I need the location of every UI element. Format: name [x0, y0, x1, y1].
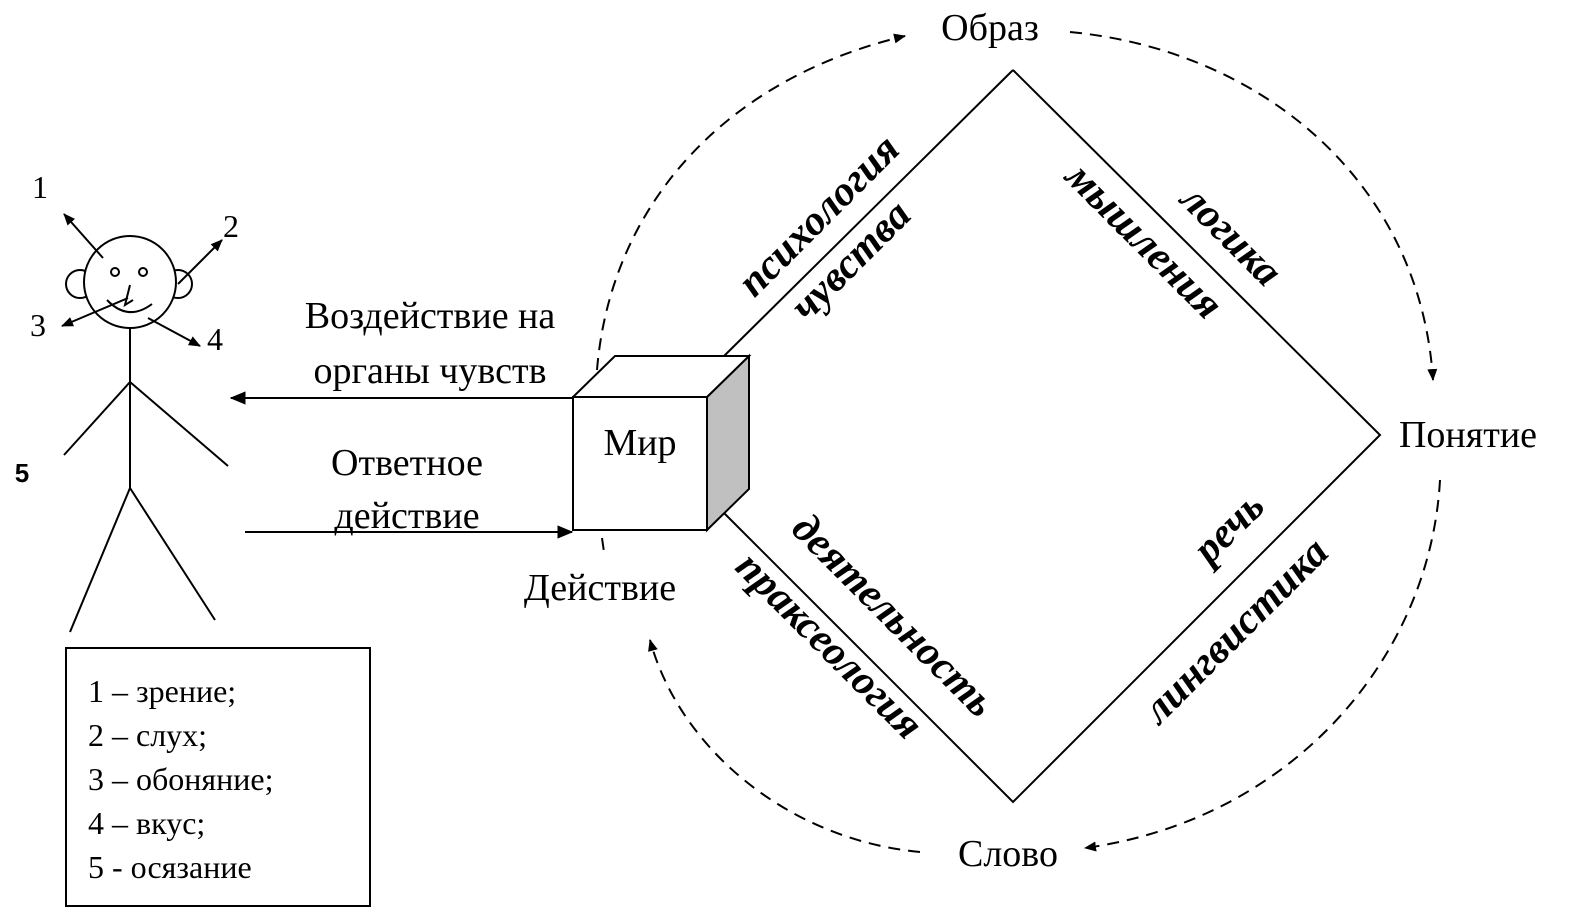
- field-linguistics: лингвистика: [1133, 529, 1338, 734]
- node-image: Образ: [941, 7, 1039, 49]
- left-eye: [110, 267, 120, 277]
- node-word: Слово: [958, 833, 1058, 875]
- legend-item: 2 – слух;: [88, 717, 207, 753]
- node-concept: Понятие: [1399, 414, 1537, 456]
- sense-label-4: 4: [207, 321, 223, 357]
- node-action: Действие: [524, 567, 676, 609]
- field-speech: речь: [1182, 483, 1273, 574]
- sense-label-5: 5: [15, 458, 29, 488]
- legend-item: 4 – вкус;: [88, 805, 205, 841]
- sense-arrow-4: [147, 317, 201, 347]
- head: [83, 235, 177, 329]
- square-diagram: [719, 69, 1382, 804]
- sense-arrow-2: [177, 239, 223, 285]
- sense-label-1: 1: [32, 169, 48, 205]
- arc-image-to-concept: [1069, 31, 1438, 381]
- arc-action-stub: [601, 537, 605, 553]
- legend-item: 1 – зрение;: [88, 673, 236, 709]
- arc-action-to-image: [596, 33, 906, 371]
- legend-item: 5 - осязание: [88, 849, 252, 885]
- sense-label-2: 2: [223, 208, 239, 244]
- sense-arrow-3: [61, 297, 129, 327]
- legend-item: 3 – обоняние;: [88, 761, 273, 797]
- stick-figure: [63, 235, 229, 633]
- nose: [123, 284, 134, 308]
- left-arm: [63, 381, 131, 456]
- sense-label-3: 3: [30, 307, 46, 343]
- impact-label-1: Воздействие на: [305, 295, 556, 337]
- cube-front-face: [572, 396, 708, 531]
- arc-word-to-action: [648, 639, 921, 853]
- right-arm: [129, 381, 229, 467]
- legend-box: 1 – зрение; 2 – слух; 3 – обоняние; 4 – …: [65, 647, 371, 907]
- impact-label-2: органы чувств: [313, 350, 546, 392]
- response-label-1: Ответное: [331, 442, 483, 484]
- sense-arrow-1: [63, 213, 104, 259]
- world-cube[interactable]: Мир: [570, 353, 752, 533]
- right-leg: [129, 487, 216, 621]
- response-label-2: действие: [334, 495, 479, 537]
- arc-concept-to-word: [1084, 479, 1441, 852]
- mouth: [106, 299, 153, 313]
- right-eye: [138, 267, 148, 277]
- world-label: Мир: [603, 422, 676, 464]
- legend-frame: [65, 647, 371, 907]
- left-leg: [69, 487, 131, 633]
